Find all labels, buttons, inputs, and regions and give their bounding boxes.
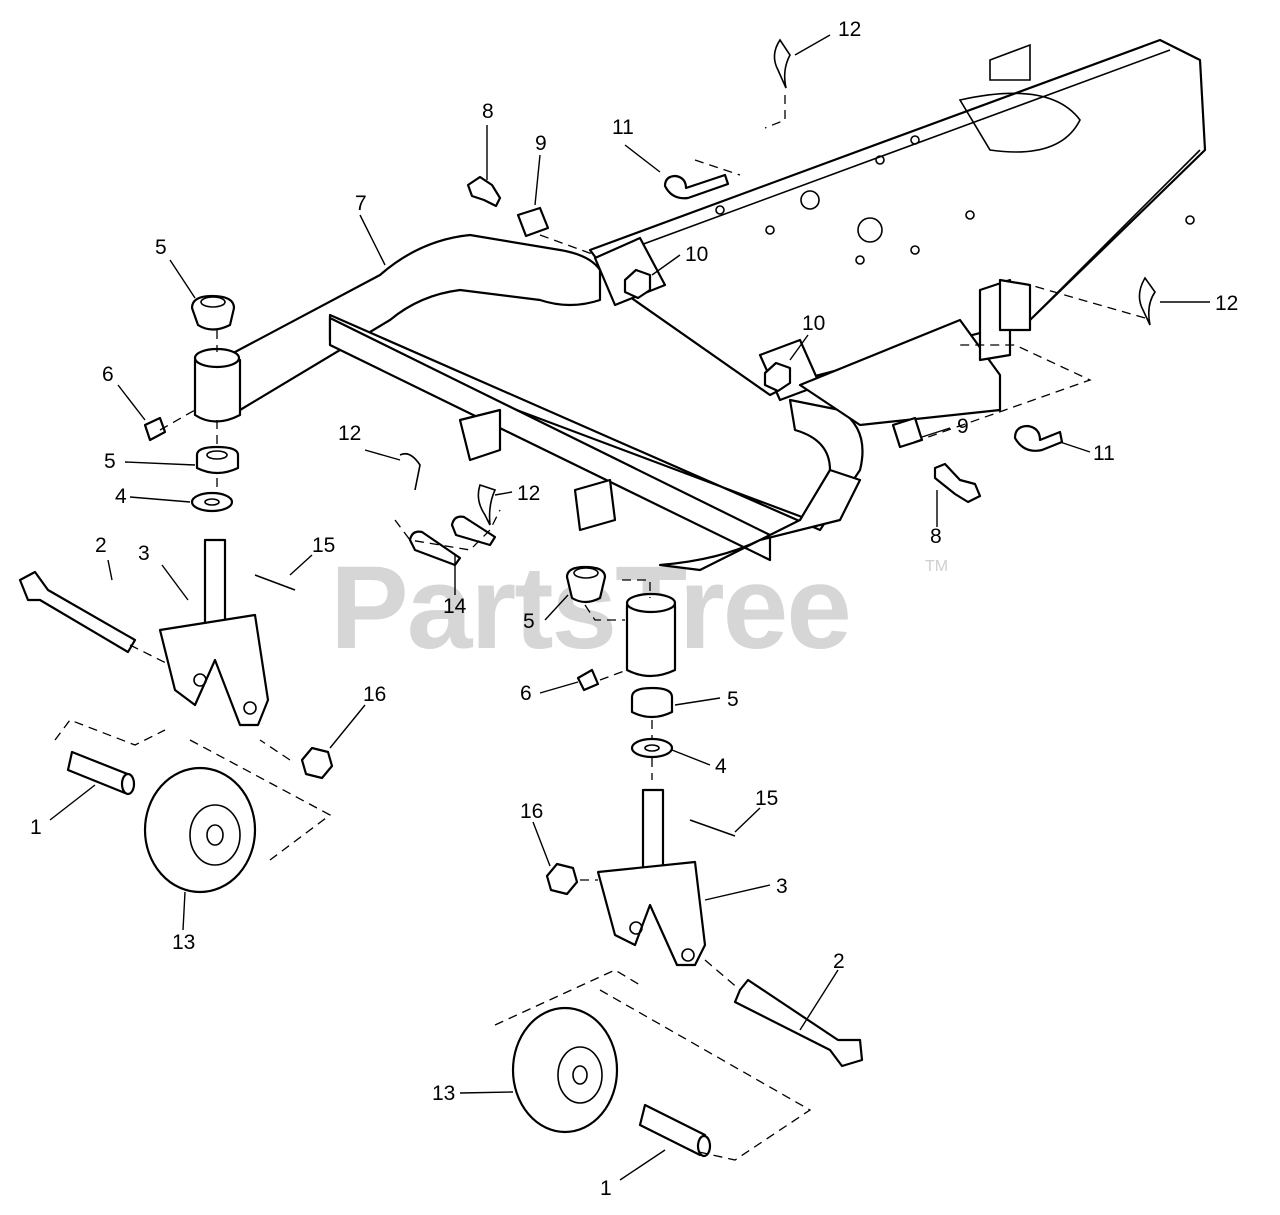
callout-1-left: 1 [30, 816, 42, 839]
callout-16-right: 16 [520, 800, 543, 823]
leader-lines [49, 34, 1210, 1181]
callout-5-lower-left: 5 [104, 450, 116, 473]
callout-12-center-right: 12 [517, 482, 540, 505]
callout-11-left: 11 [612, 116, 634, 139]
callout-6-right: 6 [520, 682, 532, 705]
callout-16-left: 16 [363, 683, 386, 706]
callout-3-right: 3 [776, 875, 788, 898]
callout-6-left: 6 [102, 363, 114, 386]
callout-9-right: 9 [957, 415, 969, 438]
right-caster-assembly [511, 565, 864, 1158]
callout-8-right: 8 [930, 525, 942, 548]
mower-frame [588, 38, 1207, 397]
alignment-lines [54, 95, 1146, 1161]
left-caster-assembly [18, 294, 334, 894]
callout-7: 7 [355, 192, 367, 215]
callout-2-left: 2 [95, 534, 107, 557]
callout-8-left: 8 [482, 100, 494, 123]
callout-13-right: 13 [432, 1082, 455, 1105]
callout-10-right: 10 [802, 312, 825, 335]
callout-13-left: 13 [172, 931, 195, 954]
callout-4-right: 4 [715, 755, 727, 778]
callout-labels: 1 1 2 2 3 3 4 4 5 5 5 5 6 6 7 8 8 9 9 10… [30, 18, 1238, 1200]
trademark-mark: TM [925, 558, 949, 575]
callout-1-right: 1 [600, 1177, 612, 1200]
callout-4-left: 4 [115, 485, 127, 508]
callout-12-right: 12 [1215, 292, 1238, 315]
callout-12-center-left: 12 [338, 422, 361, 445]
callout-11-right: 11 [1093, 442, 1115, 465]
callout-9-left: 9 [535, 132, 547, 155]
callout-5-top-right: 5 [523, 610, 535, 633]
callout-5-lower-right: 5 [727, 688, 739, 711]
frame-hardware [399, 38, 1156, 567]
callout-10-left: 10 [685, 243, 708, 266]
callout-5-top-left: 5 [155, 236, 167, 259]
callout-15-left: 15 [312, 534, 335, 557]
callout-3-left: 3 [138, 542, 150, 565]
callout-14: 14 [443, 595, 467, 618]
frame-brackets [458, 236, 1032, 532]
callout-12-top: 12 [838, 18, 861, 41]
callout-15-right: 15 [755, 787, 778, 810]
callout-2-right: 2 [833, 950, 845, 973]
